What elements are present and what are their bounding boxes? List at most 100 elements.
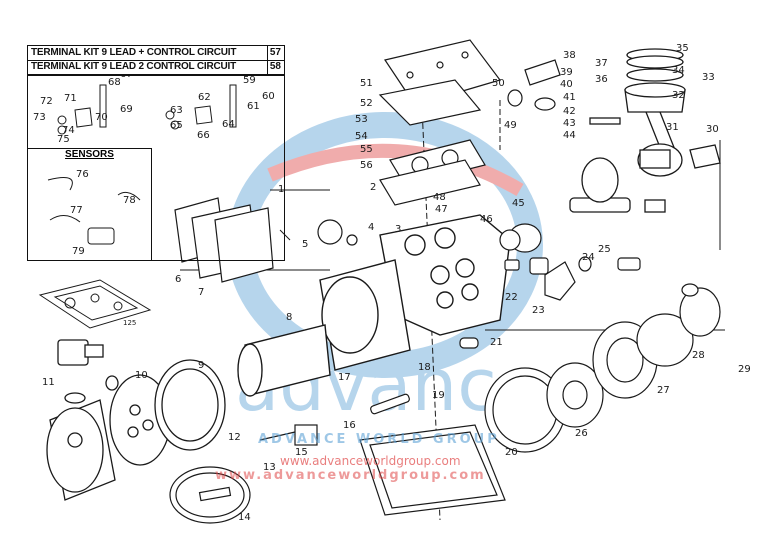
part-number-label: 1 — [278, 184, 284, 195]
part-number-label: 68 — [108, 77, 121, 88]
part-number-label: 51 — [360, 78, 373, 89]
part-number-label: 74 — [62, 125, 75, 136]
part-number-label: 43 — [563, 118, 576, 129]
part-number-label: 37 — [595, 58, 608, 69]
terminal-plates — [174, 197, 358, 283]
part-number-label: 50 — [492, 78, 505, 89]
part-number-label: 5 — [302, 239, 308, 250]
table-row-label: TERMINAL KIT 9 LEAD + CONTROL CIRCUIT — [31, 47, 237, 58]
part-number-label: 25 — [598, 244, 611, 255]
part-number-label: 4 — [368, 222, 374, 233]
watermark-url: www.advanceworldgroup.com — [215, 468, 486, 483]
terminal-kit-parts — [47, 84, 237, 245]
part-number-label: 11 — [42, 377, 55, 388]
watermark-url: www.advanceworldgroup.com — [280, 454, 461, 468]
part-number-label: 62 — [198, 92, 211, 103]
part-number-label: 52 — [360, 98, 373, 109]
sensors-box: SENSORS — [27, 148, 152, 261]
compressor-body — [237, 214, 511, 397]
bottom-parts — [169, 283, 721, 524]
part-number-label: 15 — [295, 447, 308, 458]
piston-assembly — [589, 48, 686, 161]
gasket-set — [38, 279, 152, 329]
part-number-label: 73 — [33, 112, 46, 123]
sensors-title: SENSORS — [65, 149, 114, 160]
part-number-label: 39 — [560, 67, 573, 78]
part-number-label: 16 — [343, 420, 356, 431]
part-number-label: 10 — [135, 370, 148, 381]
fittings — [459, 59, 641, 349]
part-number-label: 59 — [243, 75, 256, 86]
divider — [267, 46, 268, 74]
part-number-label: 24 — [582, 252, 595, 263]
part-number-label: 72 — [40, 96, 53, 107]
part-number-label: 70 — [95, 112, 108, 123]
part-number-label: 30 — [706, 124, 719, 135]
part-number-label: 63 — [170, 105, 183, 116]
part-number-label: 18 — [418, 362, 431, 373]
part-number-label: 56 — [360, 160, 373, 171]
part-number-label: 76 — [76, 169, 89, 180]
part-number-label: 125 — [123, 319, 136, 327]
part-number-label: 17 — [338, 372, 351, 383]
part-number-label: 77 — [70, 205, 83, 216]
part-number-label: 55 — [360, 144, 373, 155]
part-number-label: 19 — [432, 390, 445, 401]
part-number-label: 26 — [575, 428, 588, 439]
part-number-label: 34 — [672, 65, 685, 76]
part-number-label: 44 — [563, 130, 576, 141]
part-number-label: 69 — [120, 104, 133, 115]
table-row: TERMINAL KIT 9 LEAD 2 CONTROL CIRCUIT 58 — [28, 60, 284, 74]
part-number-label: 28 — [692, 350, 705, 361]
part-number-label: 8 — [286, 312, 292, 323]
part-number-label: 42 — [563, 106, 576, 117]
part-number-label: 53 — [355, 114, 368, 125]
part-number-label: 21 — [490, 337, 503, 348]
part-number-label: 46 — [480, 214, 493, 225]
table-row-label: TERMINAL KIT 9 LEAD 2 CONTROL CIRCUIT — [31, 61, 237, 72]
part-number-label: 2 — [370, 182, 376, 193]
part-number-label: 31 — [666, 122, 679, 133]
part-number-label: 33 — [702, 72, 715, 83]
part-number-label: 79 — [72, 246, 85, 257]
part-number-label: 13 — [263, 462, 276, 473]
part-number-label: 75 — [57, 134, 70, 145]
part-number-label: 40 — [560, 79, 573, 90]
part-number-label: 45 — [512, 198, 525, 209]
table-row-number: 58 — [269, 61, 281, 72]
part-number-label: 66 — [197, 130, 210, 141]
part-number-label: 6 — [175, 274, 181, 285]
terminal-kit-table: TERMINAL KIT 9 LEAD + CONTROL CIRCUIT 57… — [27, 45, 285, 75]
part-number-label: 7 — [198, 287, 204, 298]
part-number-label: 3 — [395, 224, 401, 235]
part-number-label: 35 — [676, 43, 689, 54]
cylinder-head — [378, 39, 501, 206]
part-number-label: 78 — [123, 195, 136, 206]
part-number-label: 14 — [238, 512, 251, 523]
part-number-label: 61 — [247, 101, 260, 112]
watermark-company: ADVANCE WORLD GROUP — [258, 432, 500, 447]
part-number-label: 47 — [435, 204, 448, 215]
part-number-label: 48 — [433, 192, 446, 203]
part-number-label: 29 — [738, 364, 751, 375]
divider — [28, 60, 284, 61]
part-number-label: 41 — [563, 92, 576, 103]
part-number-label: 60 — [262, 91, 275, 102]
part-number-label: 64 — [222, 119, 235, 130]
part-number-label: 49 — [504, 120, 517, 131]
part-number-label: 36 — [595, 74, 608, 85]
part-number-label: 32 — [672, 90, 685, 101]
part-number-label: 12 — [228, 432, 241, 443]
part-number-label: 54 — [355, 131, 368, 142]
part-number-label: 23 — [532, 305, 545, 316]
part-number-label: 22 — [505, 292, 518, 303]
part-number-label: 65 — [170, 120, 183, 131]
part-number-label: 27 — [657, 385, 670, 396]
crankshaft — [569, 143, 721, 213]
part-number-label: 9 — [198, 360, 204, 371]
part-number-label: 38 — [563, 50, 576, 61]
table-row-number: 57 — [269, 47, 281, 58]
